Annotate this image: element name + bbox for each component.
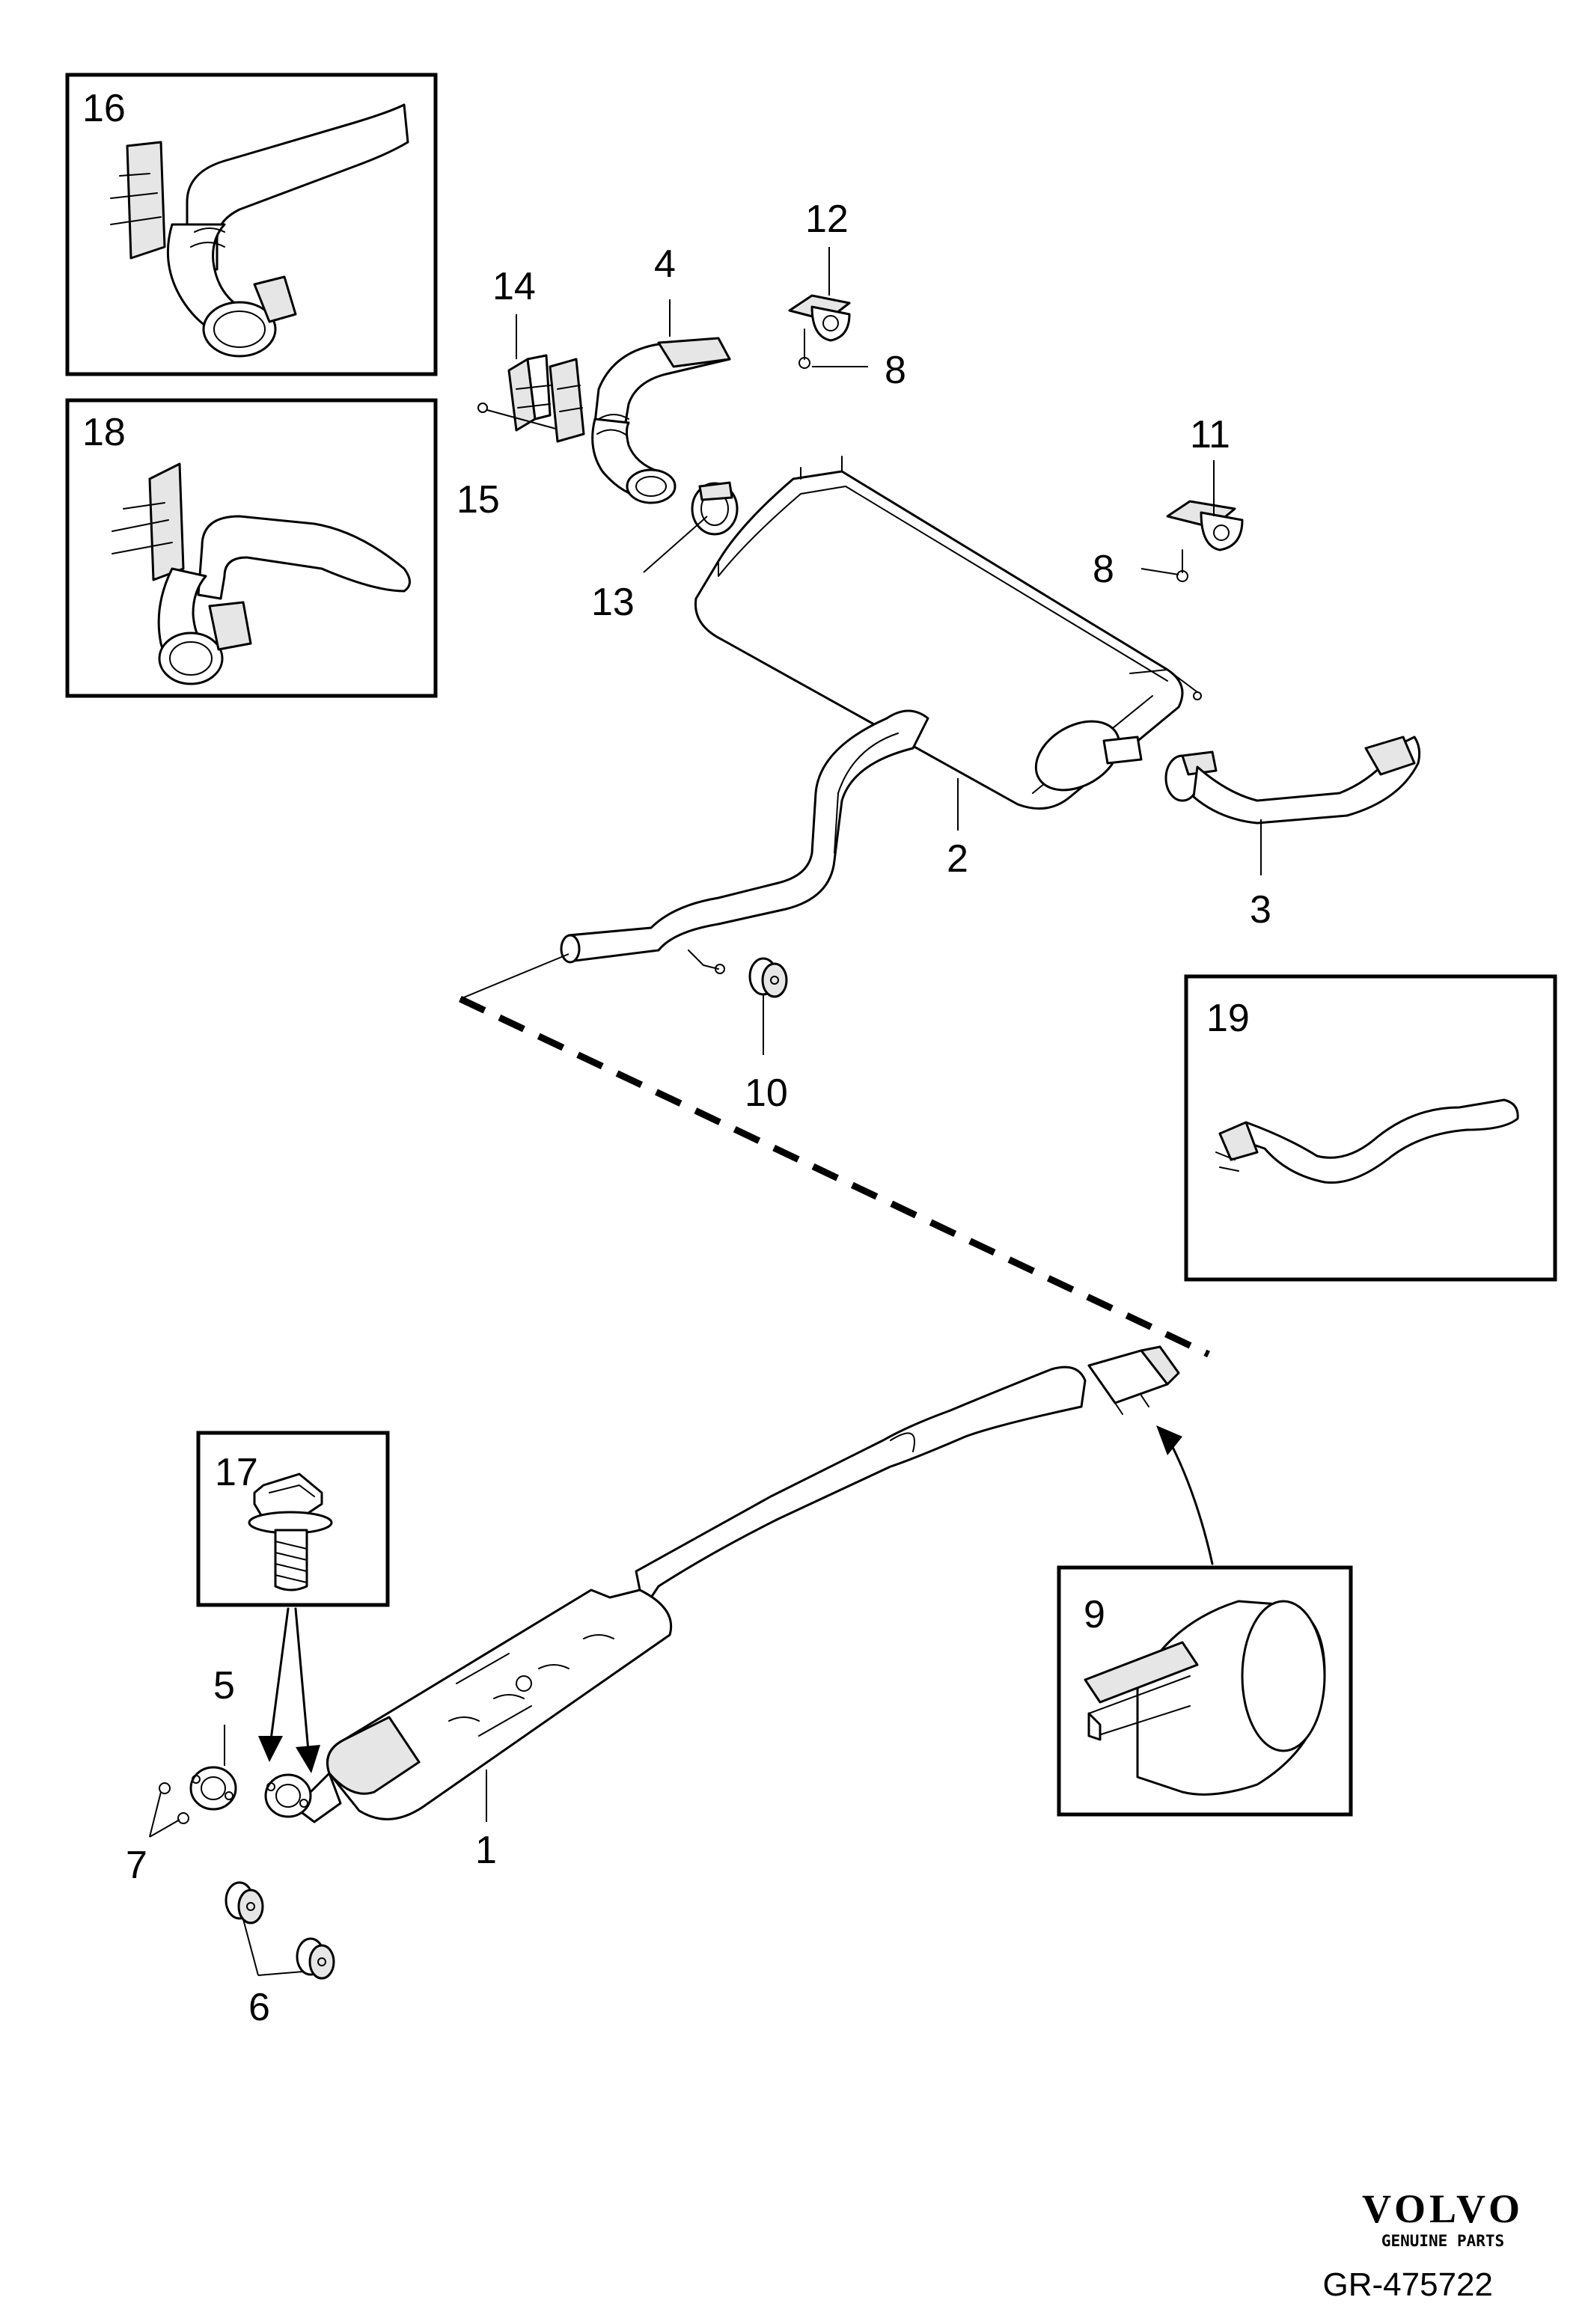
inset-17-bolt-drawing (248, 1473, 333, 1591)
label-12: 12 (805, 198, 849, 241)
label-16: 16 (82, 87, 126, 130)
label-3: 3 (1250, 888, 1271, 932)
label-18: 18 (82, 411, 126, 454)
inset-9-clamp-drawing (1084, 1600, 1326, 1796)
inset-9: 9 (1057, 1565, 1353, 1817)
label-1: 1 (475, 1829, 497, 1872)
label-9: 9 (1084, 1593, 1105, 1636)
connection-dashed-line (459, 995, 1210, 1358)
label-8-lower: 8 (1093, 548, 1114, 591)
part-2-mid-pipe (560, 709, 929, 974)
label-5: 5 (213, 1664, 235, 1707)
inset-19: 19 (1184, 974, 1557, 1282)
arrows-17 (258, 1607, 320, 1773)
part-9-clamp-installed (1087, 1345, 1180, 1415)
part-11-hanger (1166, 500, 1244, 582)
label-7: 7 (126, 1844, 147, 1887)
arrow-9 (1156, 1425, 1214, 1565)
label-10: 10 (745, 1071, 788, 1115)
reference-code: GR-475722 (1323, 2266, 1493, 2303)
part-13-clamp (691, 481, 739, 536)
label-15: 15 (456, 478, 500, 522)
leader-lines (149, 247, 1262, 1976)
part-6-rubber-hangers (225, 1881, 335, 1980)
label-2: 2 (947, 837, 968, 881)
part-labels: 4 14 12 8 15 11 8 13 2 3 10 5 1 7 6 (126, 198, 1271, 2029)
label-4: 4 (654, 242, 676, 286)
label-17: 17 (215, 1451, 258, 1494)
inset-16: 16 (65, 73, 438, 376)
part-2-rear-muffler (694, 456, 1202, 810)
genuine-parts-tagline: GENUINE PARTS (1381, 2232, 1504, 2250)
part-14-bracket (507, 354, 552, 432)
label-13: 13 (591, 581, 635, 624)
part-4-pipe (591, 337, 731, 504)
inset-18-pipe-drawing (112, 462, 411, 685)
label-6: 6 (248, 1986, 270, 2029)
volvo-logo-text: VOLVO (1362, 2186, 1524, 2231)
label-19: 19 (1206, 997, 1250, 1040)
part-1-front-pipe-catalyst (298, 1366, 1087, 1823)
part-10-rubber-hanger (748, 957, 788, 998)
part-5-gasket-2 (264, 1773, 312, 1818)
label-8-upper: 8 (885, 349, 906, 392)
inset-19-pipe-drawing (1215, 1098, 1519, 1184)
part-12-hanger (788, 294, 851, 369)
inset-16-pipe-drawing (110, 103, 409, 358)
label-14: 14 (492, 265, 536, 308)
part-5-gasket (189, 1766, 237, 1811)
brand-block: VOLVO GENUINE PARTS GR-475722 (1323, 2186, 1524, 2303)
inset-18: 18 (65, 398, 438, 698)
inset-17: 17 (196, 1431, 390, 1607)
part-4-bracket (549, 358, 585, 443)
part-15-nut (477, 403, 562, 431)
part-7-nuts (159, 1782, 189, 1824)
part-3-tailpipe (1164, 736, 1421, 825)
label-11: 11 (1190, 413, 1230, 456)
